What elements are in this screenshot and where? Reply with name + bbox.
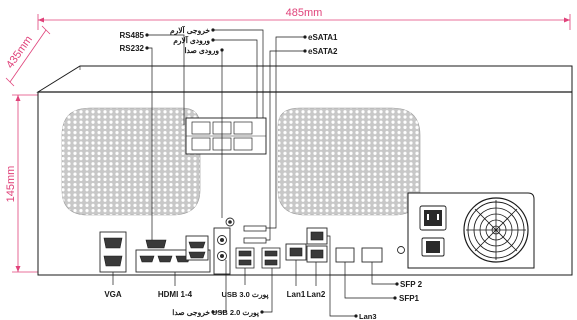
rs232-label: RS232 (120, 44, 145, 53)
left-fan-grille (61, 107, 201, 216)
audio-in-label: ورودی صدا (184, 46, 219, 56)
esata-ports (243, 225, 267, 244)
esata1-label: eSATA1 (308, 33, 338, 42)
ground-screw (397, 246, 405, 254)
sfp1-label: SFP1 (399, 294, 420, 303)
right-fan-grille (277, 107, 421, 216)
height-dimension: 145mm (5, 94, 40, 273)
lan3-label: Lan3 (359, 312, 377, 320)
hdmi-label: HDMI 1-4 (158, 290, 193, 299)
port-labels: RS485 RS232 خروجی آلارم ورودی آلارم ورود… (104, 24, 422, 320)
sfp-ports (335, 247, 383, 263)
power-supply (407, 192, 535, 269)
esata2-label: eSATA2 (308, 47, 338, 56)
rs232-port (145, 239, 167, 249)
lan-ports (285, 227, 328, 263)
lan2-label: Lan2 (307, 290, 326, 299)
vga-label: VGA (104, 290, 122, 299)
width-dimension: 485mm (37, 7, 571, 30)
leader-lines (112, 28, 399, 318)
audio-out-label: خروجی صدا (172, 308, 210, 318)
usb2-label: USB 2.0 پورت (212, 308, 260, 318)
alarm-out-label: خروجی آلارم (170, 24, 210, 36)
lan1-label: Lan1 (287, 290, 306, 299)
alarm-terminal-block (185, 117, 267, 155)
usb3-label: USB 3.0 پورت (221, 290, 269, 300)
rs485-label: RS485 (120, 31, 145, 40)
alarm-in-label: ورودی آلارم (173, 34, 210, 46)
hdmi-ports (135, 235, 211, 273)
vga-ports (99, 231, 127, 273)
sfp2-label: SFP 2 (400, 280, 423, 289)
height-dimension-label: 145mm (5, 166, 17, 203)
depth-dimension: 435mm (4, 25, 51, 87)
width-dimension-label: 485mm (286, 7, 323, 19)
usb-ports (235, 247, 281, 269)
